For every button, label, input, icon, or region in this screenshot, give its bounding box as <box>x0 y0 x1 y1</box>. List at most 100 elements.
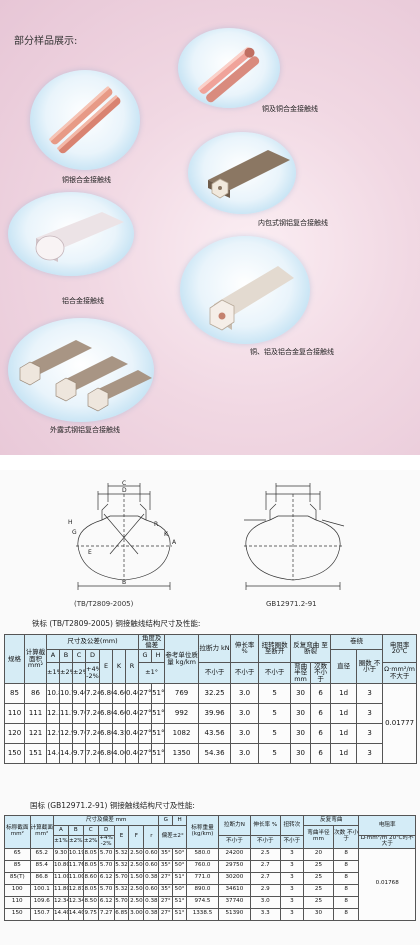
gb-table-cell: 8.05 <box>82 859 99 873</box>
tb-table-cell: 4.35 <box>112 723 126 745</box>
th2-d: D <box>97 825 115 836</box>
gb-table-cell: 11.76 <box>67 859 84 873</box>
table1-title: 铁标 (TB/T2809-2005) 铜接触线结构尺寸及性能: <box>32 619 201 628</box>
gb-table-cell: 771.0 <box>186 871 219 885</box>
gb-table-cell: 5.70 <box>97 883 115 897</box>
gb-table-cell: 6.85 <box>113 907 130 921</box>
tb-table-cell: 121 <box>24 723 47 745</box>
tb-table-cell: 769 <box>164 683 200 705</box>
tb-table-cell: 992 <box>164 703 200 725</box>
tb-table-cell: 4.60 <box>112 703 126 725</box>
tb-table-cell: 6 <box>310 703 332 725</box>
gb-table-cell: 8.05 <box>82 847 99 861</box>
th-c-tol: ±2% <box>72 661 86 685</box>
tb-table-cell: 30 <box>290 683 312 705</box>
tb-table-row: 12012112.9012.909.767.246.804.350.4027°5… <box>4 723 417 745</box>
tb-table-cell: 85 <box>4 683 25 705</box>
tb-table-cell: 150 <box>4 743 25 765</box>
technical-panel: C D B A H G R K E (TB/T2809-2005) <box>0 470 420 945</box>
exposed-steel-aluminium-wire-image <box>19 340 152 412</box>
gb-table-cell: 9.75 <box>82 907 99 921</box>
th-bend-count: 次数 不小于 <box>310 661 332 685</box>
th2-resist: 电阻率 <box>358 815 416 836</box>
th2-c-tol: ±2% <box>82 835 99 849</box>
th2-twist: 扭转次 <box>279 815 305 836</box>
th-elong: 伸长率 % <box>230 634 260 663</box>
tb-table-cell: 111 <box>24 703 47 725</box>
th-g: G <box>138 648 153 663</box>
gb-table-cell: 50° <box>172 883 188 897</box>
th-tensile: 拉断力 kN <box>198 634 232 663</box>
tb-table-cell: 3.0 <box>230 703 260 725</box>
gb-table-cell: 65.2 <box>29 847 54 861</box>
gb-table-cell: 580.0 <box>186 847 219 861</box>
gb-table-cell: 8 <box>332 883 360 897</box>
gb-table-cell: 14.40 <box>67 907 84 921</box>
gb-table-cell: 50° <box>172 859 188 873</box>
th-tensile-sub: 不小于 <box>198 661 232 685</box>
caption-copper-alloy: 铜及铜合金接触线 <box>262 105 318 113</box>
th-mass: 参考单位质量 kg/km <box>164 633 200 685</box>
gb-spec-table: 标称截面 mm² 计算截面 mm² 尺寸及偏差 mm G H 标称重量 (kg/… <box>4 815 416 921</box>
tb-table-cell: 5 <box>258 703 292 725</box>
tb-table-row: 15015114.4014.409.717.246.804.000.4027°5… <box>4 743 417 765</box>
tb-table-cell: 7.24 <box>85 683 100 705</box>
gb-table-cell: 85 <box>4 859 31 873</box>
gb-table-cell: 3 <box>279 895 305 909</box>
tb-table-cell: 10.80 <box>46 683 60 705</box>
th-c: C <box>72 648 86 663</box>
dim-label-c: C <box>122 480 126 487</box>
tb-table-cell: 3 <box>356 723 384 745</box>
tb-table-cell: 7.24 <box>85 743 100 765</box>
tb-table-cell: 1d <box>330 743 358 765</box>
tb-table-cell: 30 <box>290 723 312 745</box>
tb-table-cell: 11.76 <box>59 703 73 725</box>
tb-table-cell: 4.00 <box>112 743 126 765</box>
th-twist-sub: 不小于 <box>258 661 292 685</box>
th2-gh-tol: 偏差±2° <box>158 825 188 849</box>
gb-table-cell: 25 <box>303 895 334 909</box>
caption-inner-steel-aluminium: 内包式钢铝复合接触线 <box>258 219 328 227</box>
tb-table-cell: 30 <box>290 703 312 725</box>
caption-exposed-steel-aluminium: 外露式钢铝复合接触线 <box>50 426 120 434</box>
tb-table-cell: 5 <box>258 743 292 765</box>
gb-table-cell: 110 <box>4 895 31 909</box>
gb-table-cell: 37740 <box>217 895 251 909</box>
tb-table-cell: 12.90 <box>59 723 73 745</box>
tb-table-cell: 51° <box>151 723 166 745</box>
th2-b: B <box>67 825 84 836</box>
th2-c: C <box>82 825 99 836</box>
diagram-caption-gb: GB12971.2-91 <box>266 600 317 608</box>
th-wind-count: 圈数 不小于 <box>356 648 384 685</box>
tb-table-cell: 6 <box>310 743 332 765</box>
tb-table-cell: 10.76 <box>59 683 73 705</box>
tb-table-cell: 6.80 <box>99 723 113 745</box>
gb-table-cell: 85.4 <box>29 859 54 873</box>
composite-wire-image <box>209 266 294 331</box>
gb-table-cell: 3.0 <box>249 895 281 909</box>
gb-table-row: 8585.410.8011.768.055.705.322.500.6035°5… <box>4 859 416 873</box>
gb-table-row: 110109.612.3412.348.506.125.702.500.3827… <box>4 895 416 909</box>
gb-table-cell: 2.5 <box>249 847 281 861</box>
th2-e: E <box>113 825 130 849</box>
gb-table-cell: 51390 <box>217 907 251 921</box>
th2-a: A <box>52 825 69 836</box>
gb-table-cell: 11.80 <box>52 883 69 897</box>
gb-table-cell: 760.0 <box>186 859 219 873</box>
tb-table-cell: 7.24 <box>85 703 100 725</box>
sample-disc-1 <box>30 70 140 170</box>
gb-table-cell: 35° <box>158 883 174 897</box>
gb-table-cell: 12.81 <box>67 883 84 897</box>
th2-f: F <box>128 825 145 849</box>
th-d: D <box>85 648 100 663</box>
tb-table-cell: 5 <box>258 723 292 745</box>
gb-table-cell: 8.50 <box>82 895 99 909</box>
gb-table-cell: 65 <box>4 847 31 861</box>
th2-bend-count: 次数 不小于 <box>332 825 360 849</box>
tb-table-cell: 9.40 <box>72 683 86 705</box>
th-e: E <box>99 648 113 685</box>
tb-table-cell: 12.90 <box>46 723 60 745</box>
tb-table-cell: 9.71 <box>72 743 86 765</box>
gb-table-cell: 3 <box>279 883 305 897</box>
